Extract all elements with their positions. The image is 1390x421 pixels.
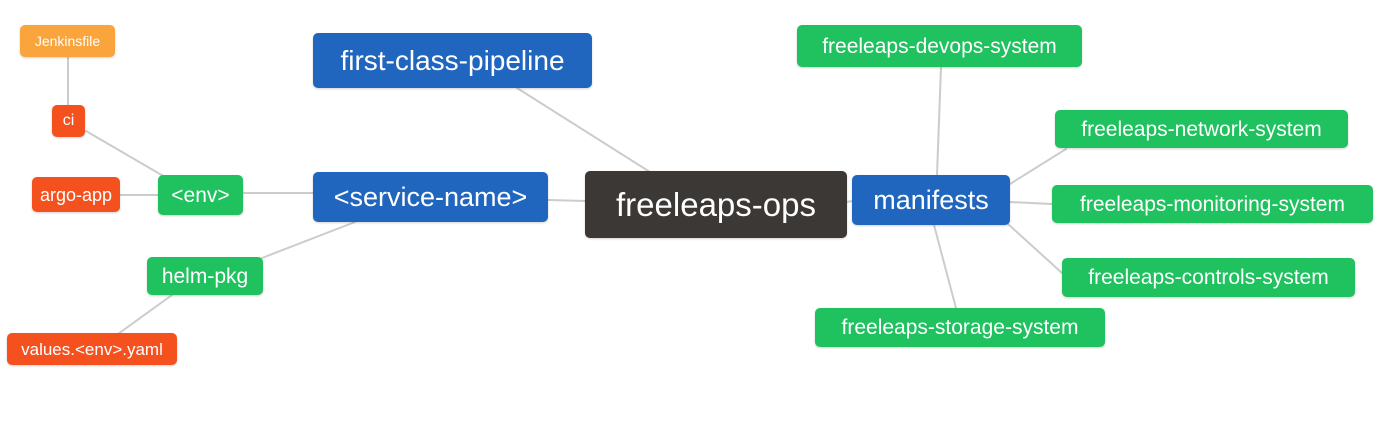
edge-service-name-helm-pkg [261, 221, 356, 259]
node-env[interactable]: <env> [158, 175, 243, 215]
node-freeleaps-devops-system[interactable]: freeleaps-devops-system [797, 25, 1082, 67]
edge-pipeline-root [516, 87, 651, 173]
node-freeleaps-monitoring-system[interactable]: freeleaps-monitoring-system [1052, 185, 1373, 223]
edge-ci-env [85, 130, 166, 178]
node-helm-pkg[interactable]: helm-pkg [147, 257, 263, 295]
node-freeleaps-controls-system[interactable]: freeleaps-controls-system [1062, 258, 1355, 297]
edge-helm-pkg-values [117, 294, 173, 335]
edge-manifests-storage [933, 224, 957, 309]
node-freeleaps-ops-root[interactable]: freeleaps-ops [585, 171, 847, 238]
node-ci[interactable]: ci [52, 105, 85, 137]
edge-manifests-monitoring [1009, 201, 1053, 205]
node-argo-app[interactable]: argo-app [32, 177, 120, 212]
node-first-class-pipeline[interactable]: first-class-pipeline [313, 33, 592, 88]
edge-manifests-network [1009, 148, 1067, 185]
edge-service-name-root [547, 199, 587, 202]
edge-manifests-controls [1007, 223, 1063, 274]
edge-manifests-devops [936, 66, 942, 176]
node-freeleaps-storage-system[interactable]: freeleaps-storage-system [815, 308, 1105, 347]
node-jenkinsfile[interactable]: Jenkinsfile [20, 25, 115, 57]
node-service-name[interactable]: <service-name> [313, 172, 548, 222]
node-freeleaps-network-system[interactable]: freeleaps-network-system [1055, 110, 1348, 148]
node-values-env-yaml[interactable]: values.<env>.yaml [7, 333, 177, 365]
node-manifests[interactable]: manifests [852, 175, 1010, 225]
